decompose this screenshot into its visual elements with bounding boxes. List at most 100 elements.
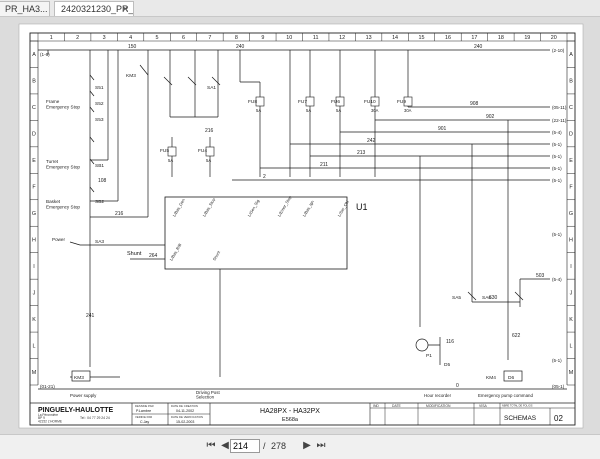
cross-reference-left: (1-6): [40, 52, 50, 57]
device-label: FU5: [160, 148, 169, 154]
column-label: 8: [235, 35, 238, 41]
wire-number: 150: [128, 44, 137, 50]
close-icon[interactable]: ✕: [121, 4, 129, 14]
column-label: 19: [524, 35, 530, 41]
folio-count-label: NBRE TOTAL DE FOLIOS: [502, 404, 533, 408]
device-label: FU7: [298, 99, 307, 105]
company-name: PINGUELY-HAULOTTE: [38, 407, 114, 414]
row-label: E: [569, 158, 573, 164]
column-label: 12: [339, 35, 345, 41]
row-label: F: [569, 185, 573, 191]
cross-reference-right: (05-11): [552, 105, 567, 110]
cross-reference-right: (5-1): [552, 232, 562, 237]
u1-control-unit: [164, 196, 348, 270]
row-label: I: [570, 264, 572, 270]
column-label: 7: [208, 35, 211, 41]
device-label: SB2: [95, 199, 104, 205]
wire-number: 901: [438, 126, 447, 132]
device-label: KM3: [74, 375, 84, 381]
row-label: K: [569, 317, 573, 323]
last-page-icon[interactable]: ⏭: [316, 440, 326, 451]
tab-document-1[interactable]: PR_HA3...: [0, 1, 50, 16]
bottom-function-label: Emergency pump command: [478, 393, 533, 398]
cross-reference-left: (01-21): [40, 384, 55, 389]
fuse-rating: 5A: [306, 108, 311, 113]
row-label: B: [32, 79, 36, 85]
column-label: 13: [366, 35, 372, 41]
wire-number: 116: [446, 339, 454, 345]
cross-reference-right: (5-1): [552, 154, 562, 159]
wire-number: 264: [149, 253, 158, 259]
wire-number: 216: [205, 128, 214, 134]
wire-number: 216: [115, 211, 124, 217]
page-number-input[interactable]: [230, 439, 260, 453]
device-label: P1: [426, 353, 432, 359]
row-label: H: [32, 237, 36, 243]
column-label: 16: [445, 35, 451, 41]
first-page-icon[interactable]: ⏮: [206, 440, 216, 451]
row-label: D: [569, 132, 573, 138]
address-line-3: 42152 L'HORME: [38, 420, 62, 424]
device-label: FU10: [364, 99, 376, 105]
approved-date-label: DATE DE VERIFICATION: [171, 415, 203, 419]
device-label: KM3: [126, 73, 136, 79]
column-label: 2: [76, 35, 79, 41]
km4-coil: [503, 370, 523, 382]
column-label: 3: [103, 35, 106, 41]
cross-reference-right: (5-1): [552, 166, 562, 171]
created-date-label: DATE DE CREATION: [171, 404, 198, 408]
prev-page-icon[interactable]: ◀: [221, 440, 229, 451]
wire-number: 0: [456, 383, 459, 389]
fuse-rating: 30A: [404, 108, 412, 113]
page-total: 278: [271, 441, 287, 451]
row-label: L: [33, 343, 36, 349]
row-label: B: [569, 79, 573, 85]
wire-number: 902: [486, 114, 495, 120]
wire-number: 240: [236, 44, 245, 50]
device-label: SA1: [207, 85, 216, 91]
rev-header-modification: MODIFICATION: [426, 404, 451, 408]
fuse-rating: 5A: [256, 108, 261, 113]
column-label: 18: [498, 35, 504, 41]
fuse-rating: 30A: [371, 108, 379, 113]
column-label: 11: [313, 35, 319, 41]
row-label: M: [569, 370, 574, 376]
column-label: 5: [156, 35, 159, 41]
sheet-number: 02: [554, 414, 563, 423]
row-label: A: [569, 52, 573, 58]
device-label: S52: [95, 101, 104, 107]
title-block: PINGUELY-HAULOTTE La Péronnière BP 9 421…: [30, 402, 575, 425]
rev-header-visa: VISA: [479, 404, 487, 408]
km3-coil: [71, 370, 91, 382]
next-page-icon[interactable]: ▶: [303, 440, 311, 451]
tab-document-2[interactable]: 2420321230_PR_HA32...✕: [54, 1, 134, 16]
wire-number: 240: [474, 44, 483, 50]
wire-number: 211: [320, 162, 328, 168]
device-label: D5: [444, 362, 450, 368]
page-separator: /: [263, 441, 266, 451]
created-date: 04-11-2002: [176, 409, 194, 413]
left-cross-references: (1-6) (01-21): [40, 52, 55, 389]
column-ruler: [37, 33, 568, 41]
device-label: FU9: [397, 99, 406, 105]
fuse-rating: 5A: [206, 158, 211, 163]
column-label: 4: [129, 35, 132, 41]
row-label: C: [569, 105, 573, 111]
phone-number: Tel : 04 77 29 24 24: [80, 416, 110, 420]
fuses: [167, 96, 413, 157]
row-label: E: [32, 158, 36, 164]
row-label: F: [32, 185, 36, 191]
column-label: 6: [182, 35, 185, 41]
rev-header-date: DATE: [392, 404, 402, 408]
cross-reference-right: (5-4): [552, 277, 562, 282]
row-label: M: [32, 370, 37, 376]
